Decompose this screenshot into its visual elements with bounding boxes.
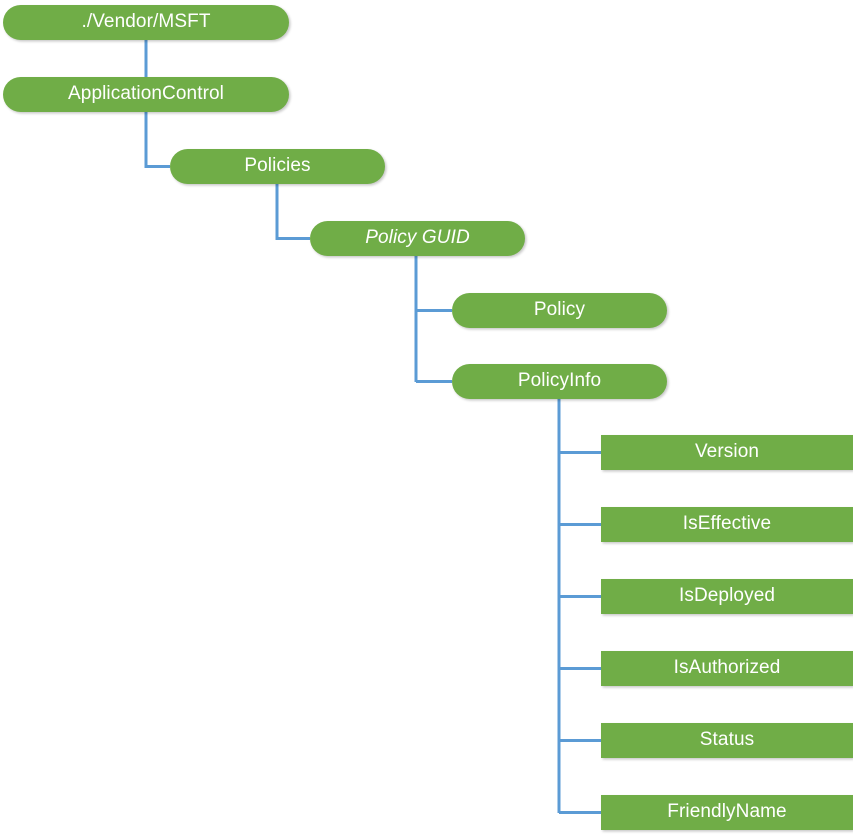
- node-is-effective[interactable]: IsEffective: [601, 507, 853, 542]
- node-policy-guid[interactable]: Policy GUID: [310, 221, 525, 256]
- node-status[interactable]: Status: [601, 723, 853, 758]
- node-label: Policy: [533, 299, 586, 321]
- node-label: PolicyInfo: [517, 370, 602, 392]
- node-is-authorized[interactable]: IsAuthorized: [601, 651, 853, 686]
- node-application-control[interactable]: ApplicationControl: [3, 77, 289, 112]
- node-policy[interactable]: Policy: [452, 293, 667, 328]
- node-label: ./Vendor/MSFT: [81, 11, 211, 33]
- node-label: Policy GUID: [365, 227, 470, 249]
- node-label: IsEffective: [682, 513, 772, 535]
- node-version[interactable]: Version: [601, 435, 853, 470]
- node-is-deployed[interactable]: IsDeployed: [601, 579, 853, 614]
- node-label: ApplicationControl: [68, 83, 224, 105]
- node-label: Version: [694, 441, 760, 463]
- node-label: IsDeployed: [678, 585, 776, 607]
- node-label: FriendlyName: [667, 801, 787, 823]
- node-vendor-msft[interactable]: ./Vendor/MSFT: [3, 5, 289, 40]
- node-label: Policies: [244, 155, 311, 177]
- node-friendly-name[interactable]: FriendlyName: [601, 795, 853, 830]
- node-policies[interactable]: Policies: [170, 149, 385, 184]
- node-label: Status: [699, 729, 755, 751]
- edge-applicationcontrol-to-policies: [144, 112, 170, 168]
- edge-policies-to-policyguid: [275, 184, 310, 240]
- node-label: IsAuthorized: [673, 657, 781, 679]
- node-policy-info[interactable]: PolicyInfo: [452, 364, 667, 399]
